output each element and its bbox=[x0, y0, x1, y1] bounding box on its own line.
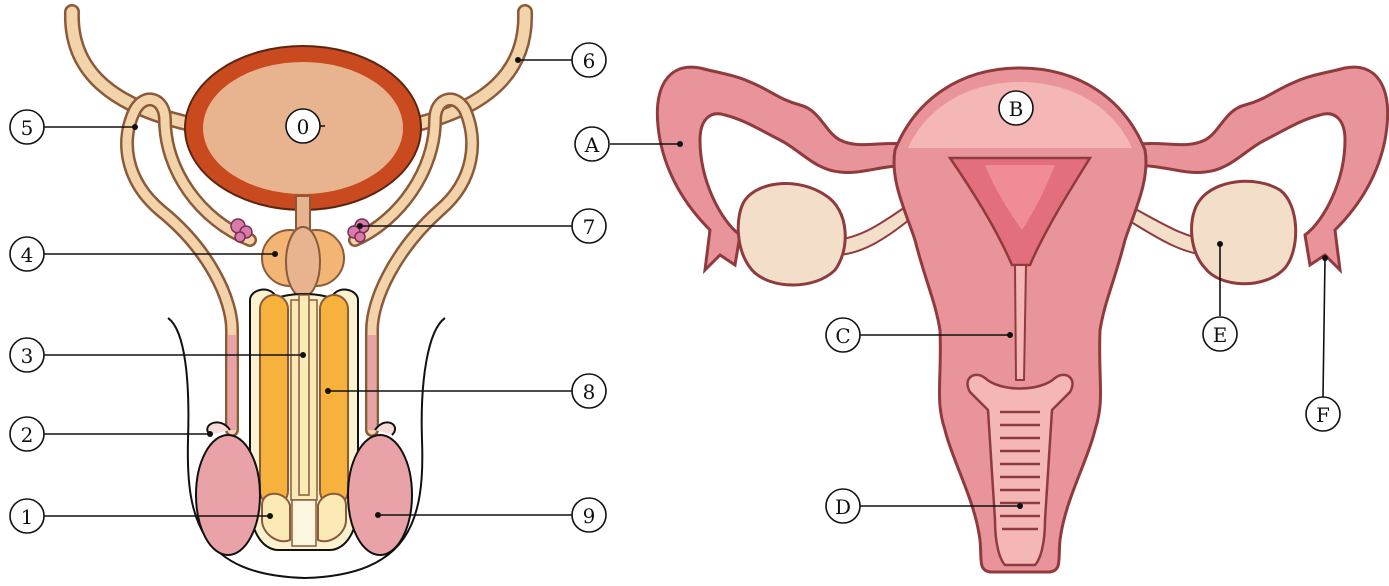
svg-text:7: 7 bbox=[583, 215, 596, 239]
svg-text:F: F bbox=[1316, 403, 1330, 427]
label-2: 2 bbox=[10, 417, 44, 451]
label-B: B bbox=[999, 91, 1033, 125]
female-reproductive-system bbox=[657, 67, 1387, 572]
svg-text:4: 4 bbox=[21, 243, 34, 267]
svg-text:0: 0 bbox=[297, 115, 310, 139]
svg-text:2: 2 bbox=[21, 423, 34, 447]
cervical-canal bbox=[1015, 265, 1026, 380]
svg-text:6: 6 bbox=[583, 49, 596, 73]
label-5: 5 bbox=[10, 110, 44, 144]
svg-text:B: B bbox=[1009, 97, 1024, 121]
svg-text:8: 8 bbox=[583, 380, 596, 404]
male-reproductive-system bbox=[72, 12, 525, 578]
svg-text:1: 1 bbox=[21, 505, 34, 529]
svg-text:D: D bbox=[835, 495, 851, 519]
svg-text:A: A bbox=[584, 133, 600, 157]
svg-text:E: E bbox=[1213, 323, 1228, 347]
left-corpus-cavernosum bbox=[260, 295, 288, 505]
svg-text:5: 5 bbox=[21, 116, 34, 140]
label-1: 1 bbox=[10, 499, 44, 533]
label-7: 7 bbox=[572, 209, 606, 243]
label-3: 3 bbox=[10, 338, 44, 372]
label-D: D bbox=[826, 489, 860, 523]
right-corpus-cavernosum bbox=[320, 295, 348, 505]
label-9: 9 bbox=[572, 498, 606, 532]
right-ovary bbox=[1192, 181, 1296, 283]
svg-text:3: 3 bbox=[21, 344, 34, 368]
label-8: 8 bbox=[572, 374, 606, 408]
label-4: 4 bbox=[10, 237, 44, 271]
prostate-center bbox=[286, 227, 320, 297]
right-testis bbox=[348, 435, 412, 555]
label-0: 0 bbox=[286, 109, 320, 143]
label-F: F bbox=[1306, 397, 1340, 431]
label-C: C bbox=[826, 318, 860, 352]
left-testis bbox=[196, 435, 260, 555]
svg-text:C: C bbox=[835, 324, 850, 348]
label-6: 6 bbox=[572, 43, 606, 77]
glans-tip bbox=[292, 500, 316, 546]
svg-text:9: 9 bbox=[583, 504, 596, 528]
urethra bbox=[299, 295, 309, 495]
left-ovary bbox=[738, 184, 845, 285]
label-E: E bbox=[1203, 317, 1237, 351]
label-A: A bbox=[575, 127, 609, 161]
